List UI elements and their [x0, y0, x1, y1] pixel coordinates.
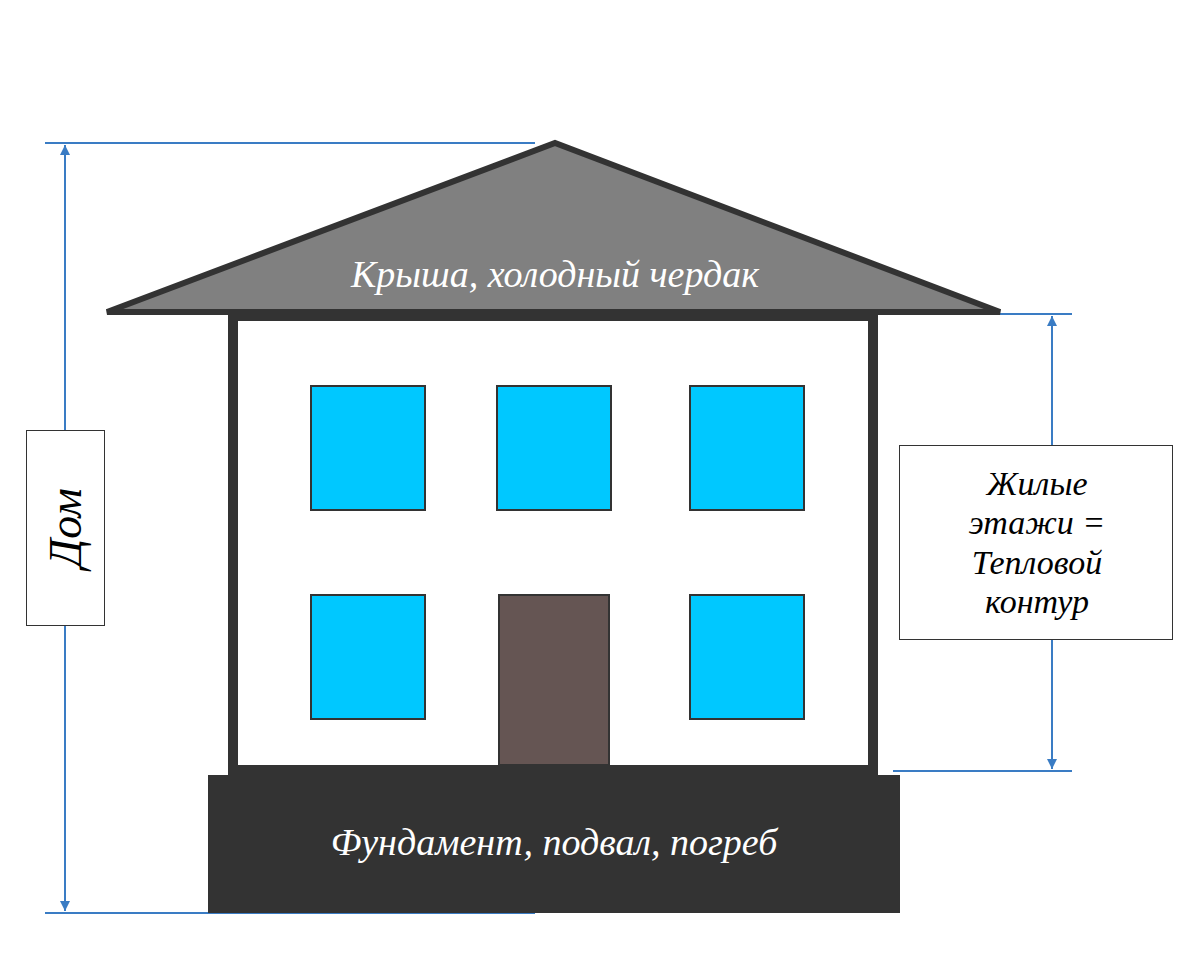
door: [499, 595, 609, 765]
node-label: Дом: [39, 488, 92, 568]
house-wall: [233, 316, 873, 770]
thermal-contour-box: Жилые этажи = Тепловой контур: [899, 445, 1173, 640]
node-label: Крыша, холодный чердак: [275, 253, 835, 297]
node-label: Фундамент, подвал, погреб: [224, 821, 884, 865]
roof-shape: Крыша, холодный чердак: [100, 136, 1010, 318]
house-label-box: Дом: [26, 430, 105, 626]
roof-polygon: [107, 143, 1000, 312]
node-label: Жилые этажи = Тепловой контур: [935, 464, 1140, 620]
foundation-box: Фундамент, подвал, погреб: [208, 775, 900, 913]
